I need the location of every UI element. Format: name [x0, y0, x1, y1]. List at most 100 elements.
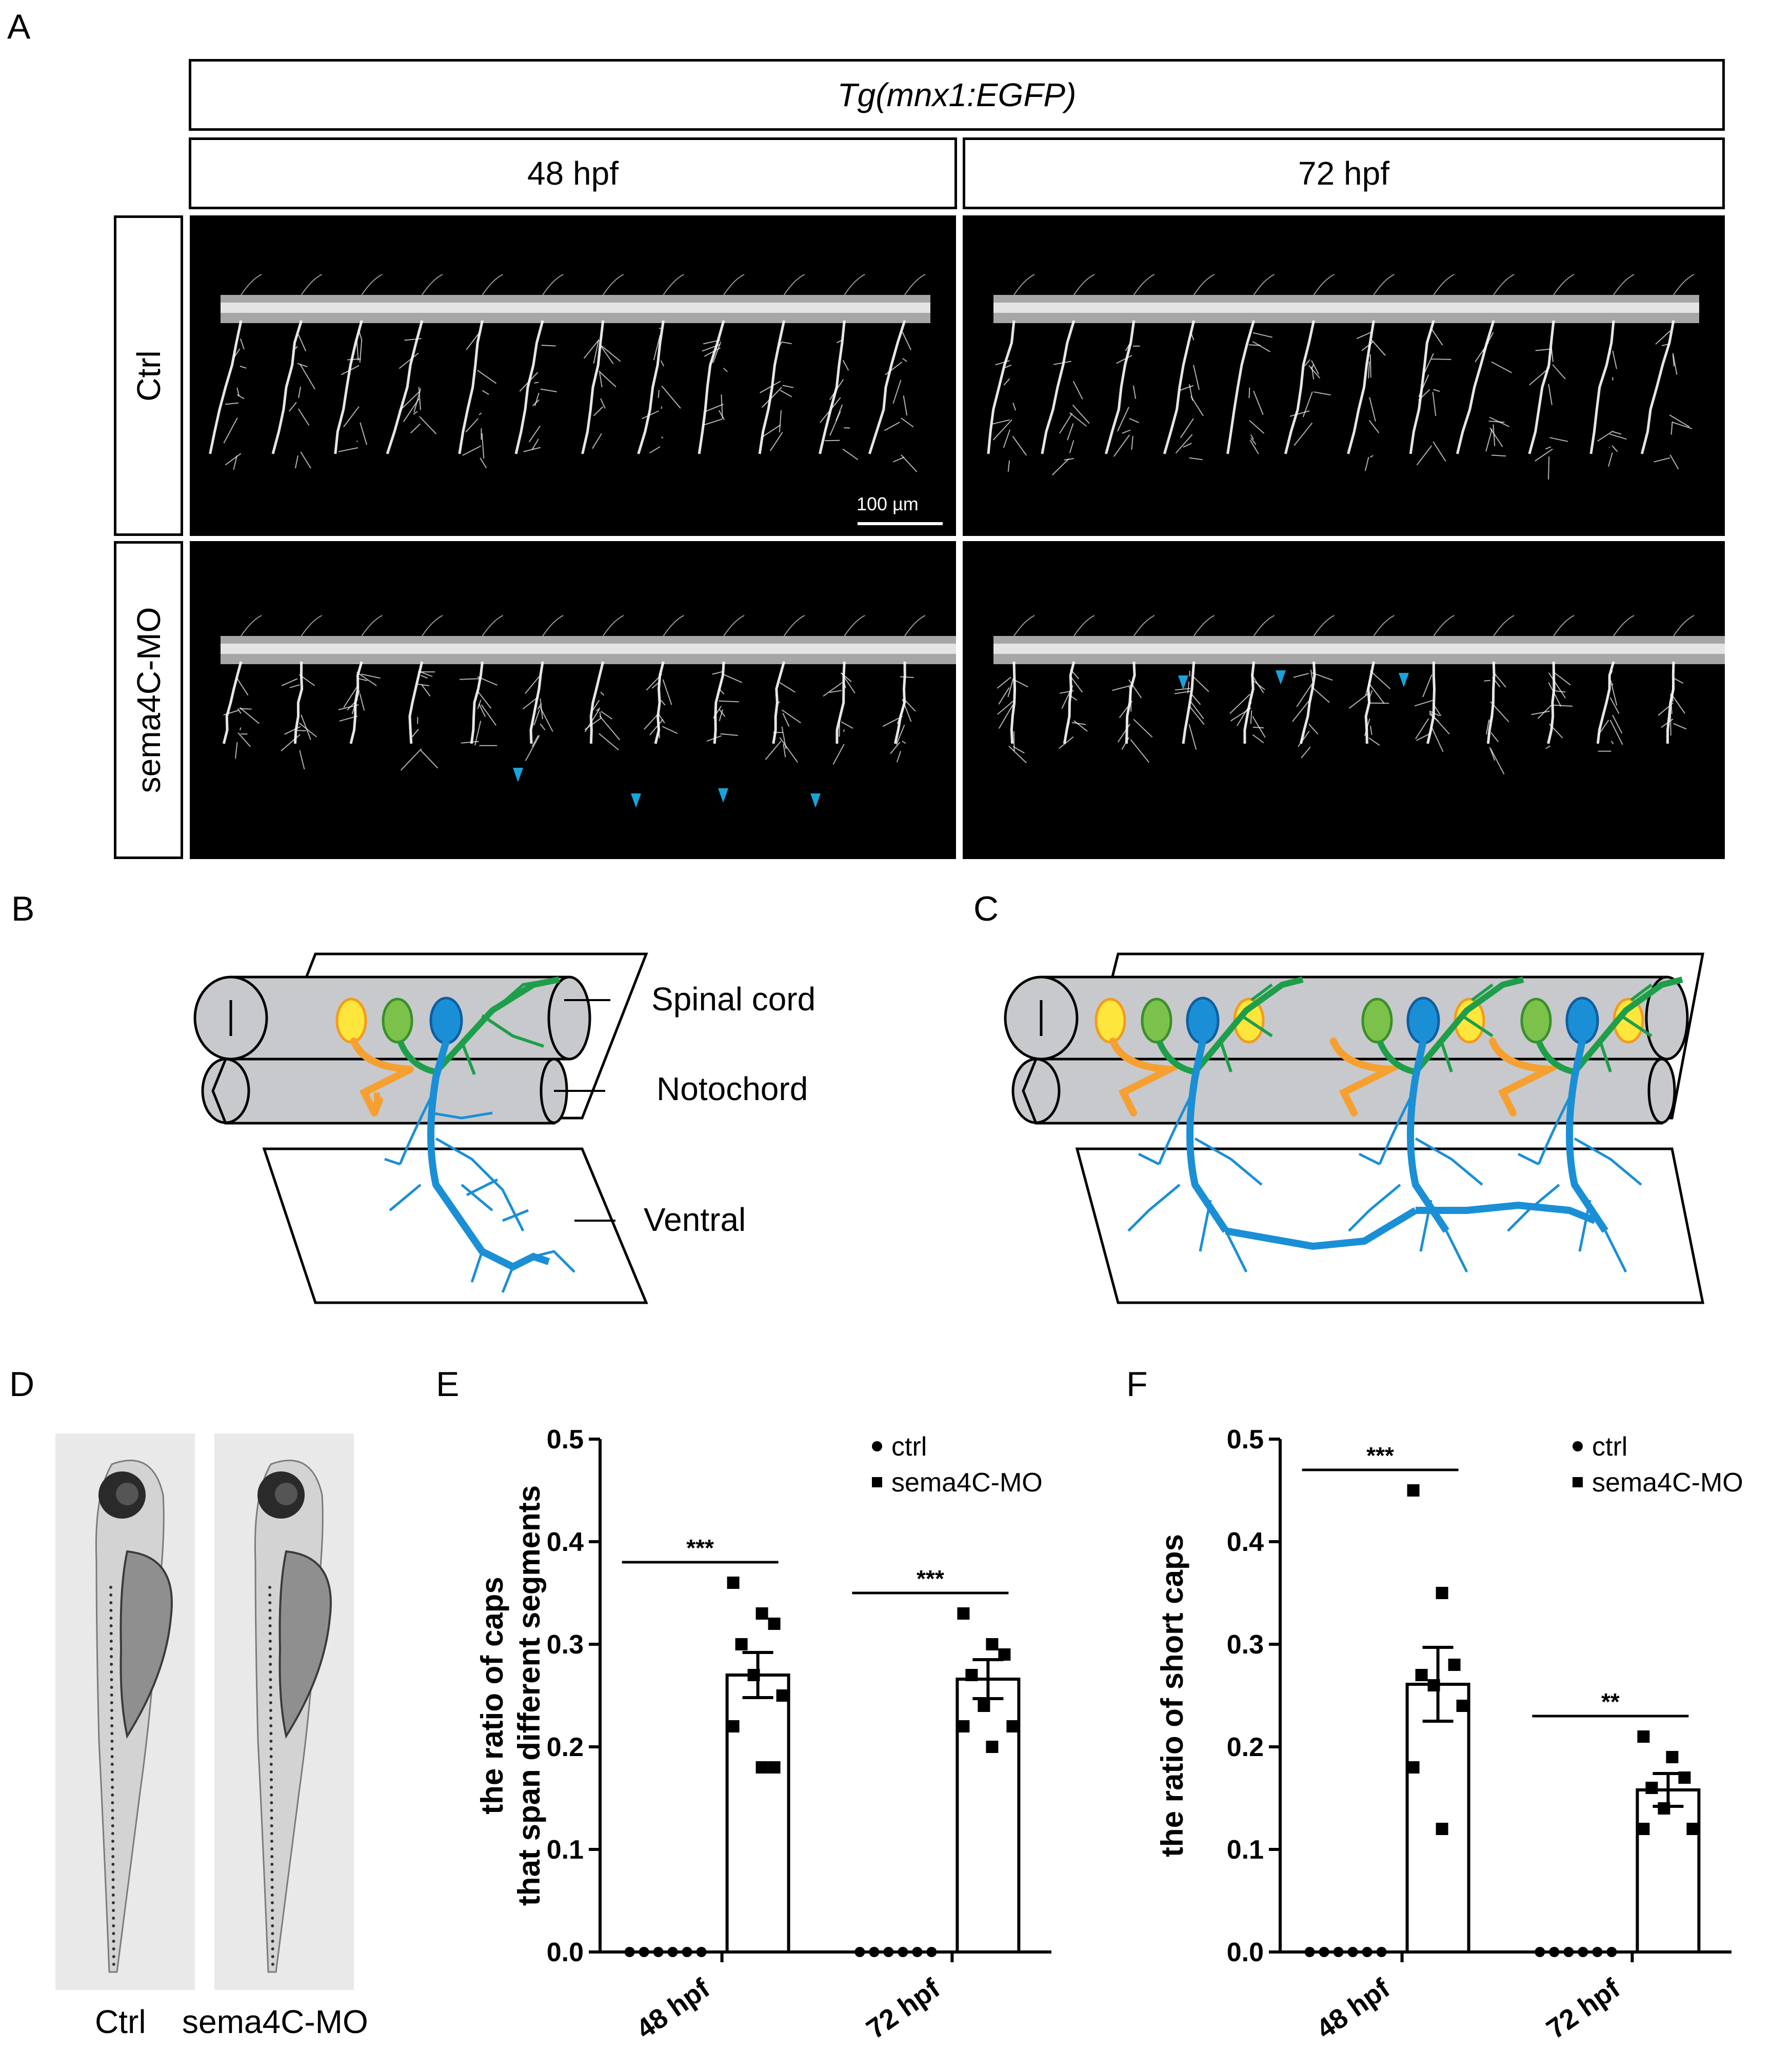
morphant-point: [1407, 1761, 1420, 1774]
micrograph-ctrl-72hpf: [963, 215, 1725, 536]
morphant-point: [776, 1689, 789, 1702]
ctrl-point: [1592, 1947, 1603, 1957]
morphant-point: [998, 1648, 1011, 1661]
morphant-point: [768, 1761, 781, 1774]
ctrl-point: [653, 1947, 664, 1957]
morphant-point: [1666, 1751, 1679, 1763]
y-tick-label: 0.4: [547, 1527, 584, 1557]
morphant-point: [1436, 1587, 1448, 1599]
morphant-point: [1637, 1730, 1650, 1743]
genotype-header: Tg(mnx1:EGFP): [189, 59, 1725, 131]
ctrl-point: [854, 1947, 865, 1957]
ctrl-point: [667, 1947, 678, 1957]
ctrl-point: [869, 1947, 880, 1957]
x-tick-label: 48 hpf: [631, 1973, 716, 2045]
x-tick-label: 72 hpf: [861, 1973, 946, 2045]
schematic-multi-segment: [1004, 952, 1705, 1304]
panel-label-b: B: [11, 889, 35, 928]
significance-label: **: [1601, 1688, 1620, 1715]
y-tick-label: 0.2: [1227, 1732, 1264, 1762]
chart-panel-f: 0.0 0.1 0.2 0.3 0.4 0.5 the ratio of short cap…: [1155, 1425, 1743, 2045]
y-axis-label: the ratio of capsthat span different seg…: [475, 1485, 546, 1906]
ctrl-point: [1362, 1947, 1372, 1957]
column-label-48hpf: 48 hpf: [189, 137, 957, 209]
morphant-bar: [1636, 1788, 1701, 1954]
morphant-point: [978, 1700, 990, 1712]
morphant-point: [957, 1607, 970, 1620]
scale-bar-label: 100 µm: [857, 493, 919, 514]
ctrl-point: [898, 1947, 908, 1957]
morphant-point: [727, 1577, 740, 1589]
y-tick-label: 0.4: [1227, 1527, 1264, 1557]
ctrl-point: [1549, 1947, 1560, 1957]
x-tick-label: 48 hpf: [1311, 1973, 1396, 2045]
y-tick-label: 0.5: [547, 1425, 584, 1455]
morphant-point: [1006, 1720, 1019, 1732]
panel-label-c: C: [973, 889, 999, 928]
ctrl-point: [1563, 1947, 1574, 1957]
morphant-bar: [956, 1678, 1021, 1954]
x-tick-label: 72 hpf: [1541, 1973, 1626, 2045]
larva-image-ctrl: [55, 1433, 195, 1990]
legend-marker-ctrl: [1573, 1441, 1583, 1451]
column-label-72hpf: 72 hpf: [963, 137, 1725, 209]
morphant-point: [1407, 1484, 1420, 1497]
morphant-point: [1415, 1669, 1428, 1681]
significance-label: ***: [917, 1565, 944, 1592]
morphant-point: [1637, 1823, 1650, 1835]
legend-label-ctrl: ctrl: [891, 1432, 927, 1462]
morphant-point: [755, 1607, 768, 1620]
morphant-point: [768, 1618, 781, 1630]
morphant-point: [1448, 1659, 1461, 1671]
morphant-point: [986, 1741, 999, 1753]
ctrl-point: [1319, 1947, 1329, 1957]
legend-label-ctrl: ctrl: [1592, 1432, 1627, 1462]
larva-image-morphant: [214, 1433, 354, 1990]
ctrl-point: [696, 1947, 707, 1957]
ctrl-point: [1304, 1947, 1315, 1957]
scale-bar: [858, 522, 943, 525]
ctrl-point: [1578, 1947, 1588, 1957]
morphant-bar: [1405, 1683, 1470, 1954]
ctrl-point: [926, 1947, 937, 1957]
morphant-point: [1427, 1679, 1440, 1691]
label-ventral: Ventral: [644, 1201, 746, 1238]
micrograph-morphant-48hpf: [190, 541, 956, 859]
larva-label-morphant: sema4C-MO: [182, 2003, 368, 2040]
larva-label-ctrl: Ctrl: [95, 2003, 146, 2040]
y-tick-label: 0.3: [547, 1630, 584, 1660]
legend-marker-ctrl: [872, 1441, 882, 1451]
panel-label-e: E: [436, 1365, 460, 1404]
morphant-point: [1678, 1771, 1691, 1784]
ctrl-point: [624, 1947, 635, 1957]
ctrl-point: [1376, 1947, 1387, 1957]
y-tick-label: 0.1: [1227, 1835, 1264, 1865]
significance-label: ***: [1366, 1442, 1394, 1469]
panel-label-f: F: [1126, 1365, 1148, 1404]
morphant-point: [1645, 1782, 1658, 1794]
label-spinal-cord: Spinal cord: [651, 981, 815, 1018]
y-tick-label: 0.5: [1227, 1425, 1264, 1455]
ctrl-point: [1333, 1947, 1344, 1957]
y-tick-label: 0.0: [547, 1938, 584, 1967]
ctrl-point: [1347, 1947, 1358, 1957]
y-tick-label: 0.1: [547, 1835, 584, 1865]
y-tick-label: 0.0: [1227, 1938, 1264, 1967]
label-notochord: Notochord: [656, 1070, 808, 1107]
row-label-ctrl: Ctrl: [114, 215, 183, 536]
morphant-point: [755, 1761, 768, 1774]
micrograph-morphant-72hpf: [963, 541, 1725, 859]
ctrl-point: [1606, 1947, 1617, 1957]
row-label-morphant: sema4C-MO: [114, 541, 183, 859]
y-tick-label: 0.3: [1227, 1630, 1264, 1660]
ctrl-point: [883, 1947, 894, 1957]
morphant-point: [1436, 1823, 1448, 1835]
morphant-point: [957, 1720, 970, 1732]
legend-label-morphant: sema4C-MO: [1592, 1468, 1743, 1498]
morphant-point: [1658, 1802, 1670, 1815]
y-tick-label: 0.2: [547, 1732, 584, 1762]
morphant-point: [735, 1638, 748, 1650]
y-axis-label: the ratio of short caps: [1155, 1534, 1189, 1857]
ctrl-point: [912, 1947, 923, 1957]
